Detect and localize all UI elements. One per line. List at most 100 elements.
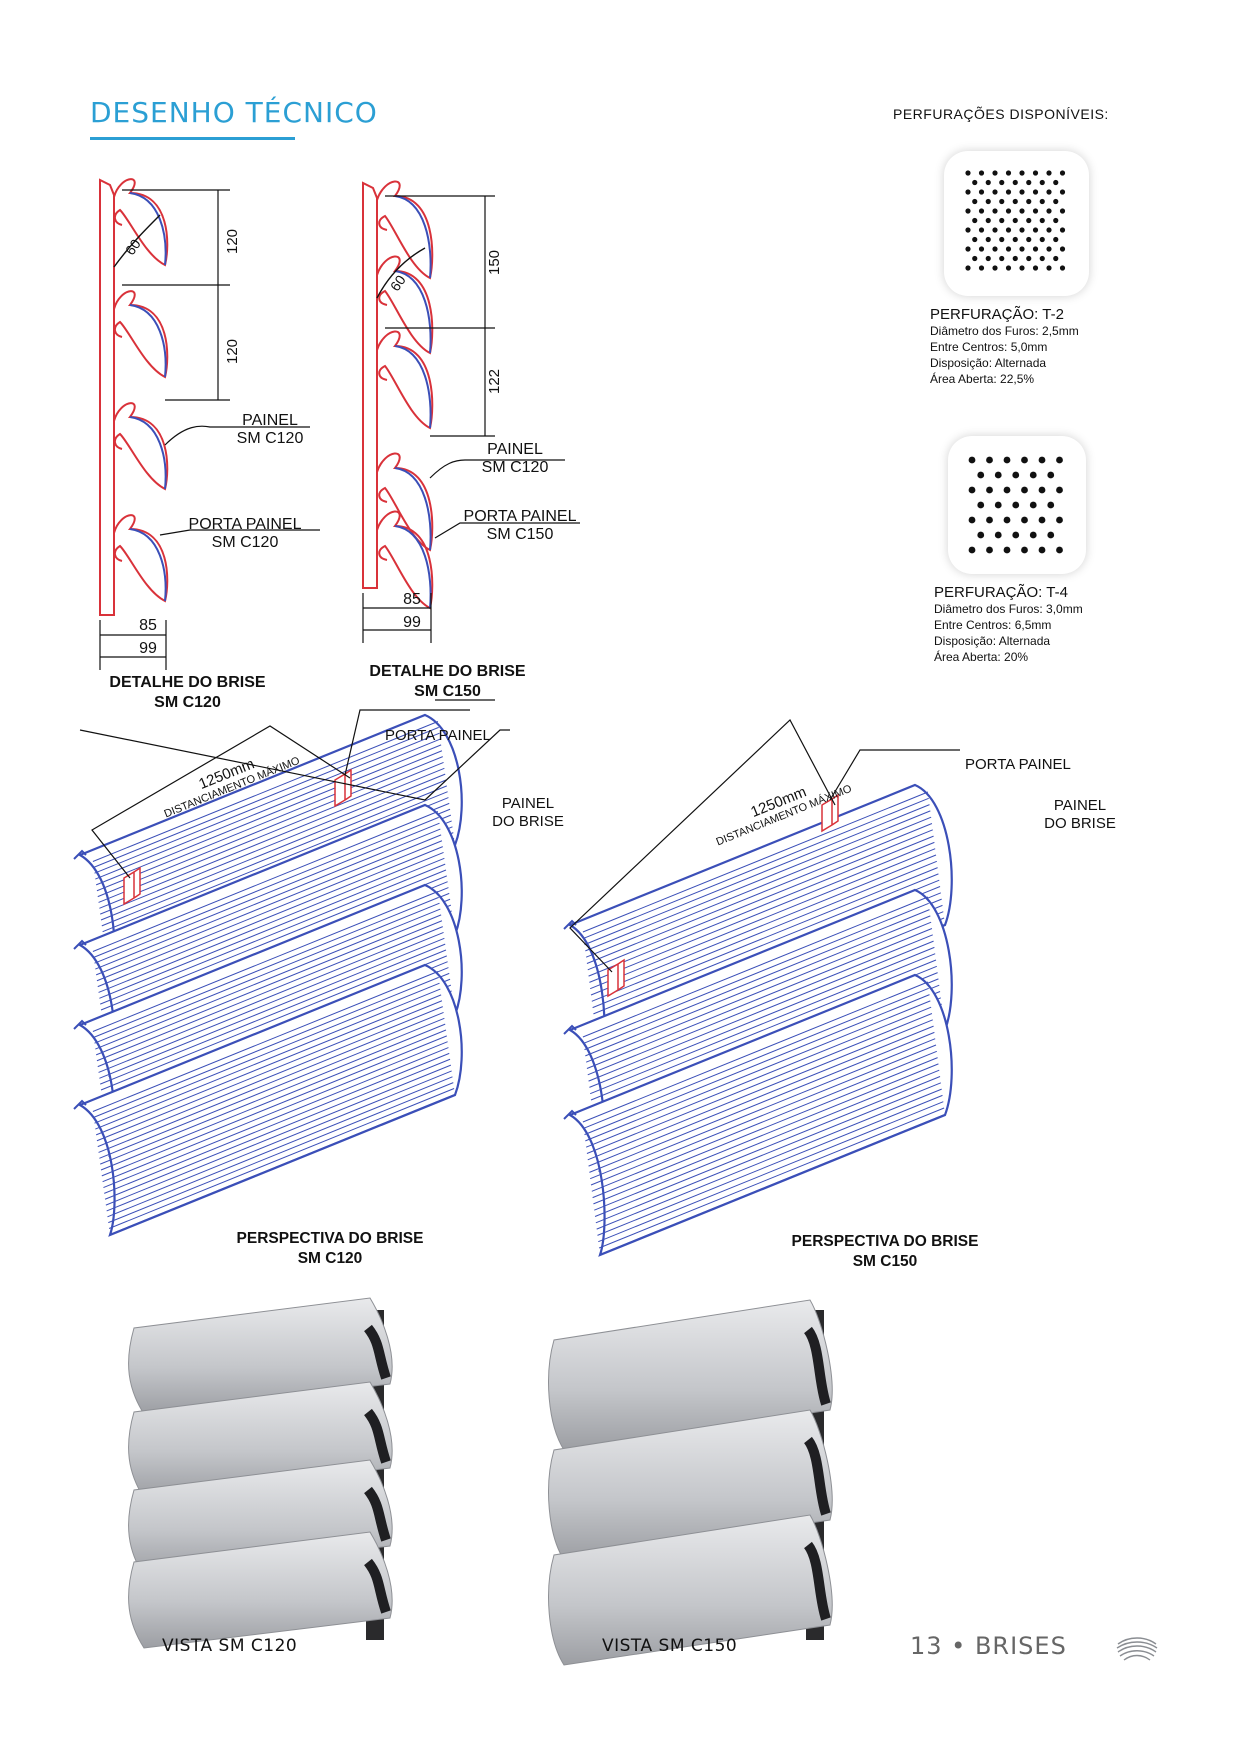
perforation-hole [1038,546,1046,554]
perforation-hole [972,179,978,186]
dim-top-c150: 150 [486,249,504,276]
perforation-hole [992,265,998,271]
perforation-hole [1046,246,1052,252]
perforation-hole [1019,208,1025,214]
perforation-t4-spec: Diâmetro dos Furos: 3,0mm [934,602,1083,616]
width-outer-c150: 99 [403,614,421,631]
perforation-hole [1026,179,1032,186]
perforation-hole [1003,546,1011,554]
leader-line [91,725,351,879]
perforation-hole [1003,486,1011,494]
perforation-hole [994,471,1002,479]
perforation-hole [1029,531,1037,539]
perforation-hole [1059,227,1066,233]
perforation-hole [1021,546,1028,554]
perforation-hole [1056,516,1063,524]
leader-line [569,719,836,973]
perforation-hole [999,236,1005,243]
label-porta-painel-persp-c150: PORTA PAINEL [965,756,1071,773]
perforation-hole [978,189,985,195]
perforation-hole [1038,456,1046,464]
render-slat [548,1514,833,1666]
perforation-hole [986,456,993,464]
perforation-t2-spec: Área Aberta: 22,5% [930,372,1035,386]
perforation-hole [1012,198,1018,205]
render-slat [548,1299,833,1451]
perforation-hole [986,516,993,524]
perforation-hole [1056,456,1063,464]
perforation-hole [1021,456,1028,464]
perforation-t2-swatch [944,151,1089,296]
dim-mid-c120: 120 [224,338,242,365]
detail-drawing-c120 [99,178,320,670]
brise-slat [73,963,463,1237]
perforation-hole [1005,265,1012,271]
porta-painel-bracket [334,768,352,808]
perforation-hole [1032,189,1039,195]
perforation-hole [1029,471,1037,479]
width-inner-c120: 85 [139,617,157,634]
perforation-hole [1026,255,1032,262]
perforation-hole [1046,265,1052,271]
perforation-hole [1046,227,1052,233]
perforation-hole [1029,501,1037,509]
perforation-hole [1053,236,1059,243]
perforation-hole [994,501,1002,509]
perforation-hole [1047,471,1055,479]
perforation-hole [1039,179,1045,186]
perforation-t4-title: PERFURAÇÃO: T-4 [934,584,1068,601]
perforation-hole [1039,255,1045,262]
perforation-t4-spec: Disposição: Alternada [934,634,1051,648]
perforation-t2-pattern [965,170,1066,271]
perforation-t2-spec: Diâmetro dos Furos: 2,5mm [930,324,1079,338]
perforation-hole [977,501,985,509]
perforation-hole [978,208,985,214]
label-porta-painel-persp-c120: PORTA PAINEL [385,727,491,744]
perforation-hole [1056,486,1063,494]
width-inner-c150: 85 [403,591,421,608]
perforation-hole [1026,198,1032,205]
slat-end-cap [363,1486,391,1542]
perforation-hole [968,486,976,494]
dim-mid-c150: 122 [486,368,504,395]
perforation-hole [1046,208,1052,214]
perforation-hole [978,170,985,176]
perforation-hole [1047,501,1055,509]
leader-line [79,729,510,801]
leader-line [344,709,470,776]
perforation-hole [1026,236,1032,243]
perforation-hole [965,227,971,233]
slat-end-cap [803,1326,831,1406]
perforation-hole [1039,236,1045,243]
dim-top-c120: 120 [224,228,242,255]
perforation-t4-spec: Área Aberta: 20% [934,650,1029,664]
render-slat [128,1297,393,1415]
slat-end-cap [803,1436,831,1516]
perforation-hole [978,265,985,271]
perforations-heading: PERFURAÇÕES DISPONÍVEIS: [893,106,1109,122]
perforation-hole [985,236,991,243]
perforation-t2-title: PERFURAÇÃO: T-2 [930,306,1064,323]
perforation-hole [1039,217,1045,224]
leader-line [829,749,960,801]
perforation-hole [994,531,1002,539]
perforation-hole [1056,546,1063,554]
slat-end-cap [363,1408,391,1464]
perforation-hole [1059,265,1066,271]
perforation-hole [1005,189,1012,195]
perforation-hole [965,170,971,176]
perforation-hole [972,236,978,243]
perforation-hole [1059,208,1066,214]
perforation-hole [1039,198,1045,205]
perforation-hole [985,198,991,205]
brand-logo-icon [1116,1637,1158,1661]
perforation-hole [1019,170,1025,176]
perforation-hole [1032,170,1039,176]
page-title: DESENHO TÉCNICO [90,96,378,129]
perforation-t4-spec: Entre Centros: 6,5mm [934,618,1052,632]
perforation-hole [977,471,985,479]
